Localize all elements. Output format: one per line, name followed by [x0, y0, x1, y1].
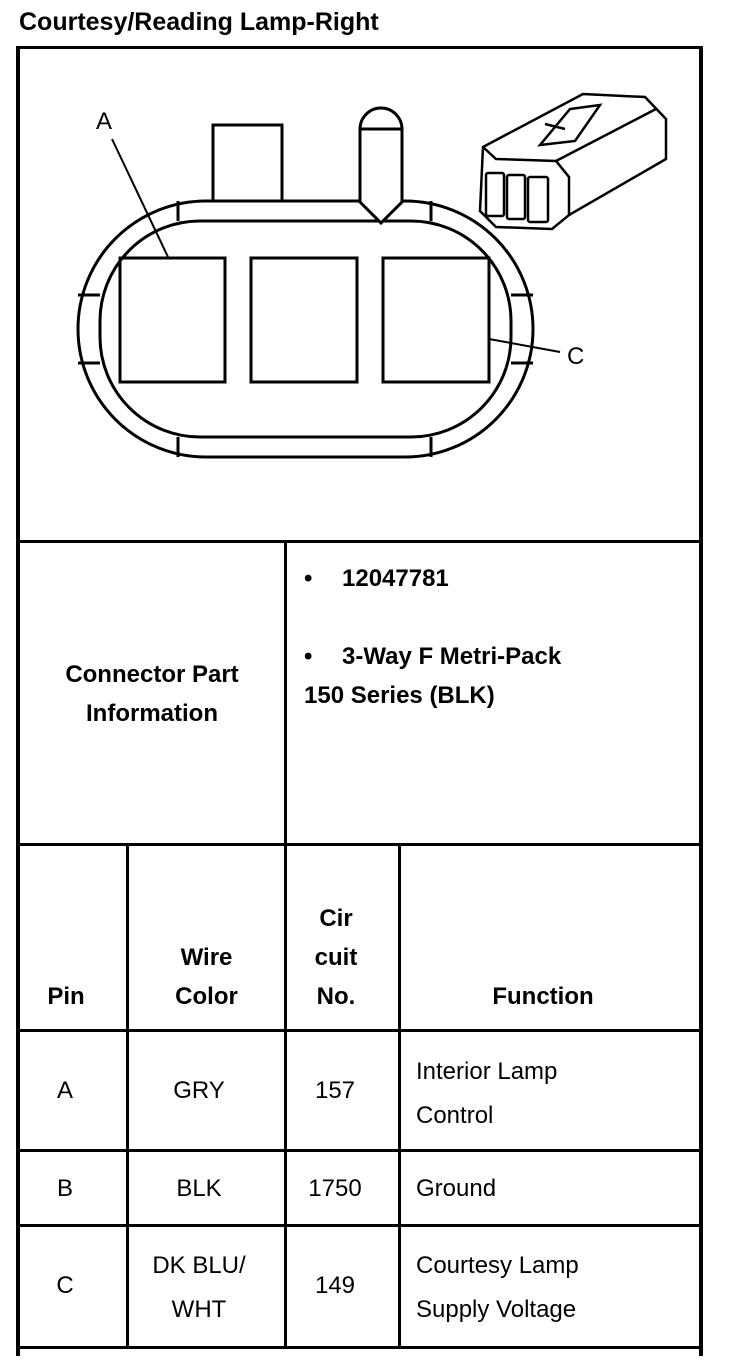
- row-a-function-line2: Control: [416, 1102, 494, 1129]
- row-c-function-line1: Courtesy Lamp: [416, 1252, 579, 1279]
- connector-description-line1: 3-Way F Metri-Pack: [342, 643, 562, 670]
- row-c-wire-color-line1: DK BLU/: [152, 1252, 246, 1279]
- header-wire-color-line1: Wire: [180, 944, 233, 971]
- row-a-function: Interior Lamp Control: [416, 1050, 696, 1138]
- row-b-circuit: 1750: [308, 1175, 362, 1202]
- divider-circuit-column: [398, 843, 401, 1346]
- row-c-circuit: 149: [314, 1272, 356, 1299]
- divider-row-c-bottom: [16, 1346, 703, 1349]
- connector-info-label-line1: Connector Part: [65, 661, 239, 688]
- part-number: 12047781: [342, 565, 449, 592]
- row-c-wire-color-line2: WHT: [171, 1296, 227, 1323]
- connector-key: [358, 106, 404, 226]
- leader-line-c: [488, 338, 561, 353]
- cavity-b: [249, 256, 359, 384]
- connector-info-label: Connector Part Information: [20, 655, 284, 733]
- row-a-pin: A: [56, 1077, 73, 1104]
- divider-pin-column: [126, 843, 129, 1346]
- connector-housing-outer: [76, 199, 535, 459]
- cavity-c: [381, 256, 491, 384]
- header-pin: Pin: [47, 983, 85, 1010]
- cavity-a: [118, 256, 227, 384]
- divider-header-bottom: [16, 1029, 703, 1032]
- description-line-2: 150 Series (BLK): [304, 682, 495, 710]
- header-function: Function: [492, 983, 594, 1010]
- divider-row-b-bottom: [16, 1224, 703, 1227]
- bullet-icon: •: [304, 565, 313, 592]
- connector-latch: [211, 123, 284, 202]
- connector-diagram: A C: [76, 92, 668, 459]
- row-c-function-line2: Supply Voltage: [416, 1296, 577, 1323]
- divider-diagram-bottom: [16, 540, 703, 543]
- header-circuit-line3: No.: [316, 983, 356, 1010]
- row-b-wire-color: BLK: [176, 1175, 222, 1202]
- row-a-circuit: 157: [314, 1077, 356, 1104]
- row-c-function: Courtesy Lamp Supply Voltage: [416, 1244, 696, 1332]
- row-a-function-line1: Interior Lamp: [416, 1058, 558, 1085]
- divider-row-a-bottom: [16, 1149, 703, 1152]
- part-number-line: • 12047781: [304, 565, 449, 593]
- row-c-wire-color: DK BLU/ WHT: [129, 1244, 269, 1332]
- connector-info-label-line2: Information: [86, 700, 218, 727]
- header-wire-color-line2: Color: [175, 983, 238, 1010]
- connector-housing-inner: [98, 219, 513, 439]
- leader-line-a: [111, 138, 169, 258]
- description-line: • 3-Way F Metri-Pack: [304, 643, 561, 671]
- header-wire-color: Wire Color: [129, 938, 284, 1016]
- connector-perspective-icon: [478, 92, 668, 231]
- row-b-function: Ground: [416, 1175, 497, 1202]
- label-c: C: [567, 343, 584, 370]
- label-a: A: [96, 108, 112, 135]
- row-c-pin: C: [56, 1272, 74, 1299]
- bullet-icon: •: [304, 643, 313, 670]
- page-title: Courtesy/Reading Lamp-Right: [19, 8, 379, 36]
- divider-info-column: [284, 540, 287, 1346]
- header-circuit-line1: Cir: [319, 905, 353, 932]
- header-circuit: Cir cuit No.: [287, 899, 385, 1016]
- header-circuit-line2: cuit: [314, 944, 358, 971]
- row-a-wire-color: GRY: [173, 1077, 225, 1104]
- divider-info-bottom: [16, 843, 703, 846]
- connector-table-frame: [16, 46, 703, 1356]
- connector-description-line2: 150 Series (BLK): [304, 682, 495, 709]
- row-b-pin: B: [56, 1175, 73, 1202]
